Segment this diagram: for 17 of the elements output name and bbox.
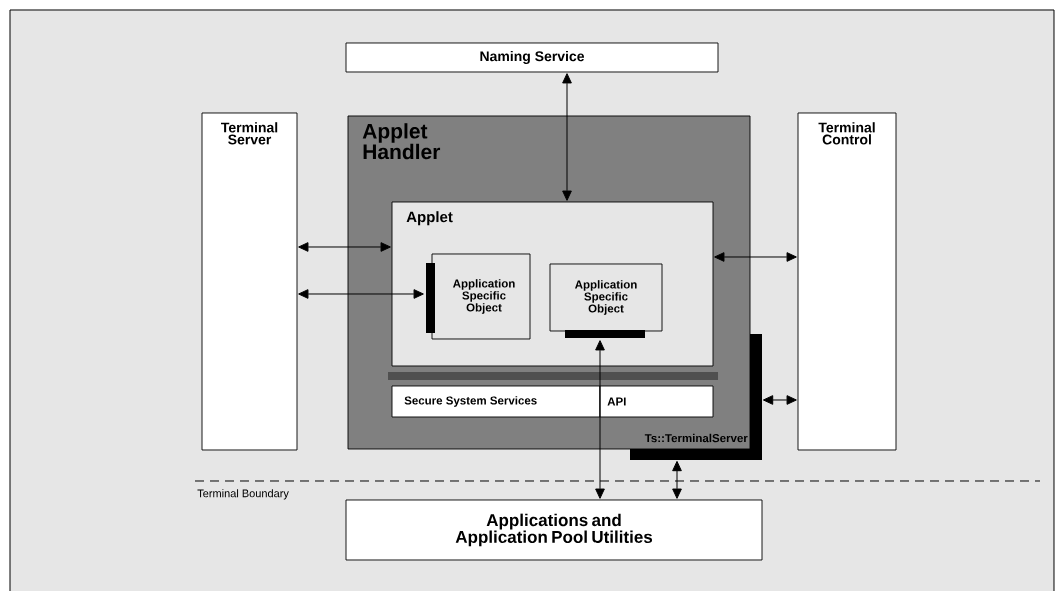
boundary-label: Terminal Boundary — [197, 489, 289, 500]
arrow — [672, 460, 682, 499]
object-box: Application Specific Object — [426, 253, 531, 340]
component-box: Terminal Server — [201, 112, 298, 451]
arrow — [762, 395, 797, 405]
object-box: Application Specific Object — [549, 263, 663, 338]
interface-band — [630, 334, 762, 460]
arrow — [562, 73, 572, 201]
arrow — [298, 289, 424, 299]
service-box: Naming Service — [345, 42, 719, 73]
arrow — [714, 252, 797, 262]
arrow — [595, 340, 605, 499]
service-box: Secure System Services — [391, 385, 601, 418]
api-box: API — [599, 385, 714, 418]
application-box: Applications and Application Pool Utilities — [345, 499, 763, 561]
arrow — [298, 242, 391, 252]
component-box: Terminal Control — [797, 112, 897, 451]
